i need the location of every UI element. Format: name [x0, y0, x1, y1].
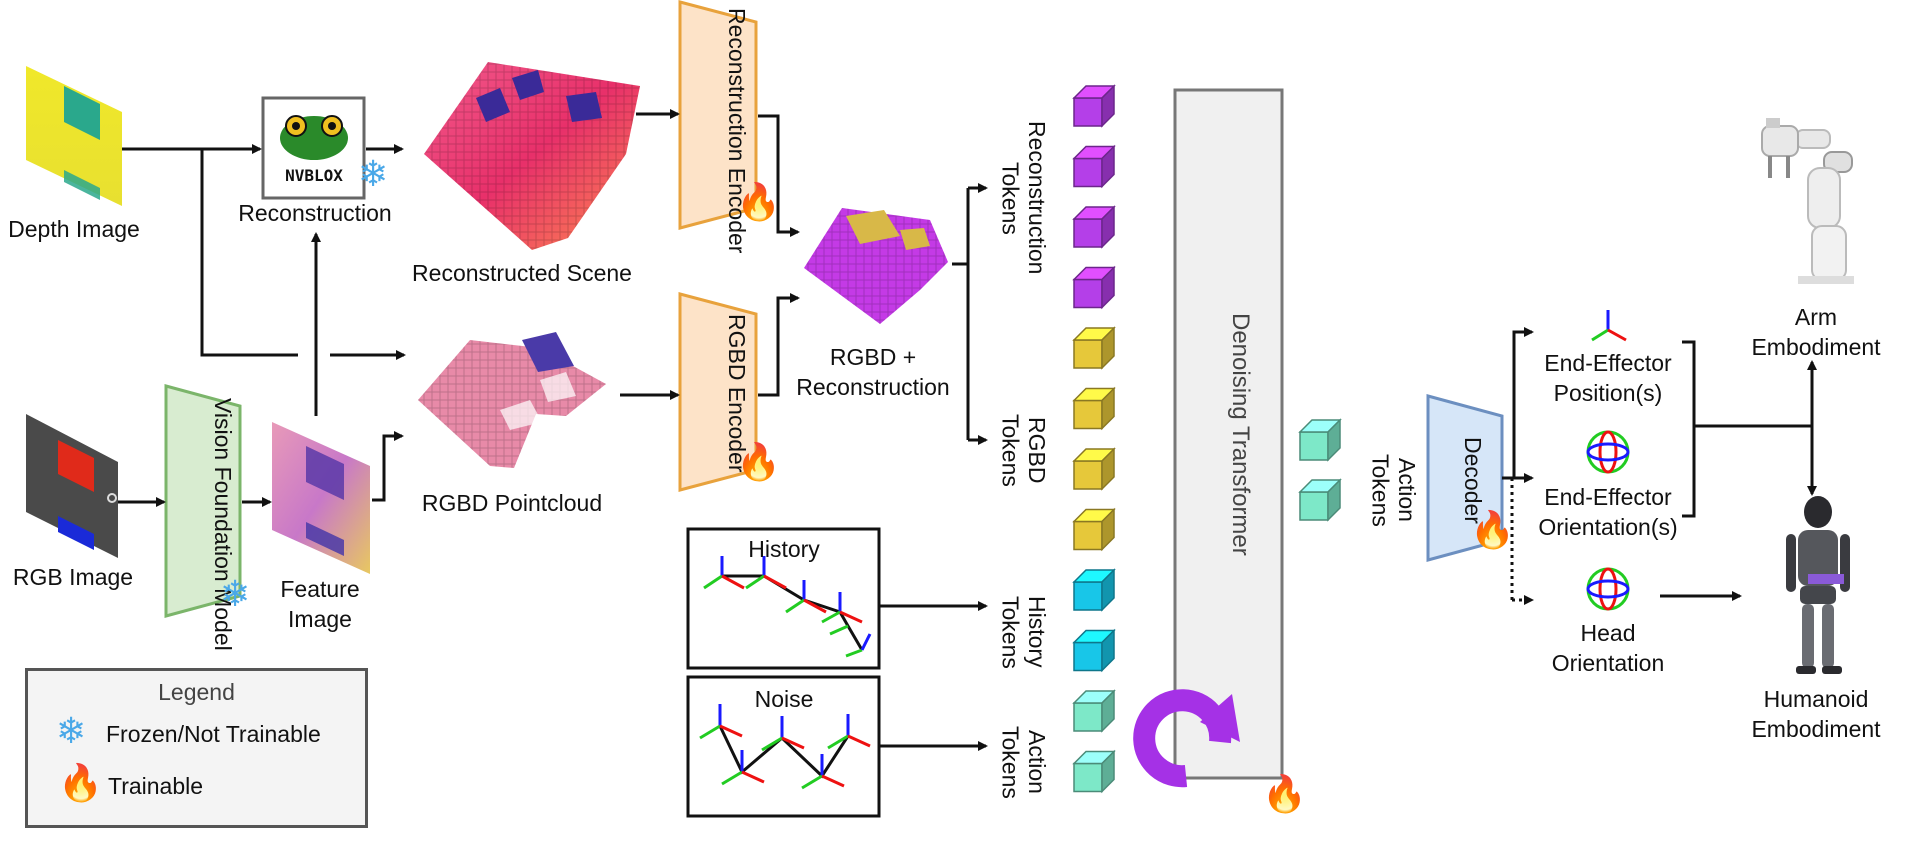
flame-icon: 🔥 [736, 181, 781, 222]
legend-box: Legend ❄ Frozen/Not Trainable 🔥 Trainabl… [25, 668, 368, 828]
vision-foundation-model-block [164, 384, 242, 618]
reconstruction-tokens-label: Reconstruction Tokens [997, 121, 1050, 275]
denoising-transformer-label: Denoising Transformer [1227, 312, 1254, 556]
rgbd-token [1072, 326, 1116, 370]
flame-icon: 🔥 [1470, 509, 1515, 550]
feature-image-label-line1: Feature [280, 576, 360, 602]
robot-arm-image [1761, 118, 1854, 284]
ee-position-label-line1: End-Effector [1544, 350, 1672, 376]
arm-embodiment-label-line2: Embodiment [1751, 334, 1881, 360]
history-token [1072, 568, 1116, 612]
snowflake-icon: ❄ [56, 710, 87, 751]
rgb-image-label: RGB Image [12, 564, 134, 590]
ee-orientation-label-line1: End-Effector [1544, 484, 1672, 510]
rgbd-encoder-label: RGBD Encoder [724, 313, 750, 473]
flame-icon: 🔥 [736, 441, 781, 482]
history-title: History [748, 536, 820, 562]
nvblox-text: NVBLOX [285, 166, 343, 185]
humanoid-embodiment-label-line1: Humanoid [1763, 686, 1869, 712]
feature-image [272, 422, 370, 574]
rgbd-token [1072, 386, 1116, 431]
recycle-icon [1133, 689, 1240, 788]
rgb-image [26, 414, 118, 558]
noise-title: Noise [754, 686, 814, 712]
denoising-transformer-block [1173, 88, 1284, 780]
reconstructed-scene-label: Reconstructed Scene [412, 260, 632, 286]
action-tokens-output-label: Action Tokens [1367, 453, 1420, 527]
noise-trajectory [699, 704, 871, 790]
rgbd-encoder-block [678, 292, 758, 492]
action-token [1298, 478, 1342, 522]
head-orientation-sphere-icon [1586, 567, 1630, 611]
action-tokens-output [1298, 418, 1342, 522]
flame-icon: 🔥 [58, 762, 103, 803]
history-trajectory [703, 556, 872, 658]
orientation-sphere-icon [1586, 430, 1630, 474]
decoder-block [1426, 394, 1504, 562]
token-column [1072, 84, 1116, 794]
reconstruction-token [1072, 144, 1116, 189]
history-box [686, 527, 881, 670]
history-tokens-label: History Tokens [997, 595, 1050, 669]
fused-scene-voxels [804, 208, 948, 324]
rgbd-token [1072, 447, 1116, 491]
legend-trainable-label: Trainable [108, 773, 204, 799]
humanoid-embodiment-label-line2: Embodiment [1751, 716, 1881, 742]
nvblox-logo [261, 96, 366, 200]
arm-embodiment-label-line1: Arm [1794, 304, 1838, 330]
vision-foundation-model-label: Vision Foundation Model [210, 398, 236, 651]
noise-box [686, 675, 881, 818]
flame-icon: 🔥 [1262, 773, 1307, 814]
reconstruction-token [1072, 205, 1116, 249]
ee-position-label-line2: Position(s) [1553, 380, 1663, 406]
action-tokens-input-label: Action Tokens [997, 725, 1050, 799]
connectors [118, 109, 1817, 751]
decoder-label: Decoder [1460, 436, 1486, 524]
reconstruction-encoder-block [678, 0, 758, 230]
action-token [1072, 749, 1116, 794]
rgbd-pointcloud-label: RGBD Pointcloud [421, 490, 603, 516]
legend-title: Legend [158, 679, 235, 705]
snowflake-icon: ❄ [358, 153, 389, 194]
humanoid-robot-image [1786, 496, 1850, 674]
reconstruction-encoder-label: Reconstruction Encoder [724, 8, 750, 254]
reconstruction-token [1072, 84, 1116, 128]
reconstructed-scene-voxels [424, 62, 640, 250]
action-token [1298, 418, 1342, 462]
ee-orientation-label-line2: Orientation(s) [1538, 514, 1678, 540]
rgbd-plus-label-line1: RGBD + [829, 344, 917, 370]
reconstruction-token [1072, 265, 1116, 310]
reconstruction-label: Reconstruction [238, 200, 392, 226]
action-token [1072, 689, 1116, 733]
legend-frozen-label: Frozen/Not Trainable [106, 721, 321, 747]
rgbd-pointcloud-voxels [418, 332, 606, 468]
rgbd-plus-label-line2: Reconstruction [796, 374, 950, 400]
history-token [1072, 628, 1116, 673]
snowflake-icon: ❄ [220, 573, 251, 614]
feature-image-label-line2: Image [288, 606, 352, 632]
head-orientation-label-line1: Head [1580, 620, 1636, 646]
depth-image-label: Depth Image [8, 216, 140, 242]
rgbd-token [1072, 507, 1116, 552]
position-axes-icon [1591, 310, 1627, 342]
rgbd-tokens-label: RGBD Tokens [997, 413, 1050, 487]
depth-image [26, 66, 122, 206]
head-orientation-label-line2: Orientation [1551, 650, 1665, 676]
